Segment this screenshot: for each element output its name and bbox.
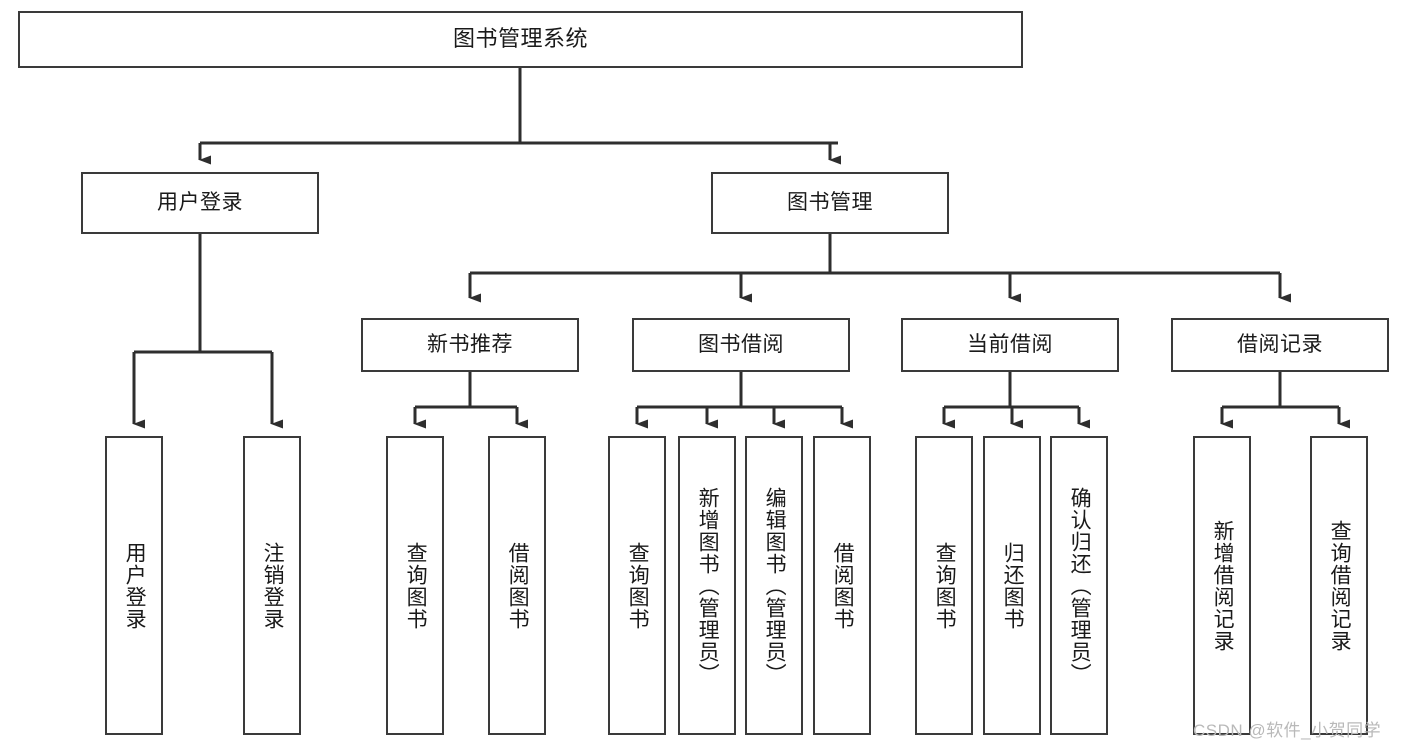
node-book-borrowing-label: 图书借阅 xyxy=(698,333,784,357)
leaf-add-borrow-record-label: 新增借阅记录 xyxy=(1211,519,1235,652)
leaf-query-books-borrow[interactable]: 查询图书 xyxy=(608,436,666,735)
leaf-borrow-books-label: 借阅图书 xyxy=(831,541,855,630)
leaf-confirm-return-admin-label: 确认归还（管理员） xyxy=(1068,486,1092,685)
node-current-borrowing[interactable]: 当前借阅 xyxy=(901,318,1119,372)
leaf-confirm-return-admin[interactable]: 确认归还（管理员） xyxy=(1050,436,1108,735)
leaf-return-books-label: 归还图书 xyxy=(1001,541,1025,630)
leaf-logout[interactable]: 注销登录 xyxy=(243,436,301,735)
node-book-management[interactable]: 图书管理 xyxy=(711,172,949,234)
node-new-book-recommendation-label: 新书推荐 xyxy=(427,333,513,357)
leaf-query-books-borrow-label: 查询图书 xyxy=(626,541,650,630)
leaf-user-login[interactable]: 用户登录 xyxy=(105,436,163,735)
node-user-login-label: 用户登录 xyxy=(157,191,243,215)
node-book-management-label: 图书管理 xyxy=(787,191,873,215)
leaf-edit-book-admin[interactable]: 编辑图书（管理员） xyxy=(745,436,803,735)
leaf-query-books-current-label: 查询图书 xyxy=(933,541,957,630)
node-borrowing-records-label: 借阅记录 xyxy=(1237,333,1323,357)
leaf-user-login-label: 用户登录 xyxy=(123,541,147,630)
node-root[interactable]: 图书管理系统 xyxy=(18,11,1023,68)
csdn-watermark: CSDN @软件_小贺同学 xyxy=(1193,721,1382,740)
node-root-label: 图书管理系统 xyxy=(452,26,588,52)
leaf-query-borrow-record-label: 查询借阅记录 xyxy=(1328,519,1352,652)
node-book-borrowing[interactable]: 图书借阅 xyxy=(632,318,850,372)
leaf-add-book-admin[interactable]: 新增图书（管理员） xyxy=(678,436,736,735)
node-current-borrowing-label: 当前借阅 xyxy=(967,333,1053,357)
node-borrowing-records[interactable]: 借阅记录 xyxy=(1171,318,1389,372)
leaf-borrow-books-rec[interactable]: 借阅图书 xyxy=(488,436,546,735)
node-new-book-recommendation[interactable]: 新书推荐 xyxy=(361,318,579,372)
leaf-query-borrow-record[interactable]: 查询借阅记录 xyxy=(1310,436,1368,735)
leaf-add-borrow-record[interactable]: 新增借阅记录 xyxy=(1193,436,1251,735)
leaf-borrow-books[interactable]: 借阅图书 xyxy=(813,436,871,735)
leaf-query-books-rec[interactable]: 查询图书 xyxy=(386,436,444,735)
node-user-login[interactable]: 用户登录 xyxy=(81,172,319,234)
leaf-logout-label: 注销登录 xyxy=(261,541,285,630)
leaf-query-books-rec-label: 查询图书 xyxy=(404,541,428,630)
leaf-return-books[interactable]: 归还图书 xyxy=(983,436,1041,735)
leaf-add-book-admin-label: 新增图书（管理员） xyxy=(696,486,720,685)
leaf-borrow-books-rec-label: 借阅图书 xyxy=(506,541,530,630)
leaf-edit-book-admin-label: 编辑图书（管理员） xyxy=(763,486,787,685)
leaf-query-books-current[interactable]: 查询图书 xyxy=(915,436,973,735)
